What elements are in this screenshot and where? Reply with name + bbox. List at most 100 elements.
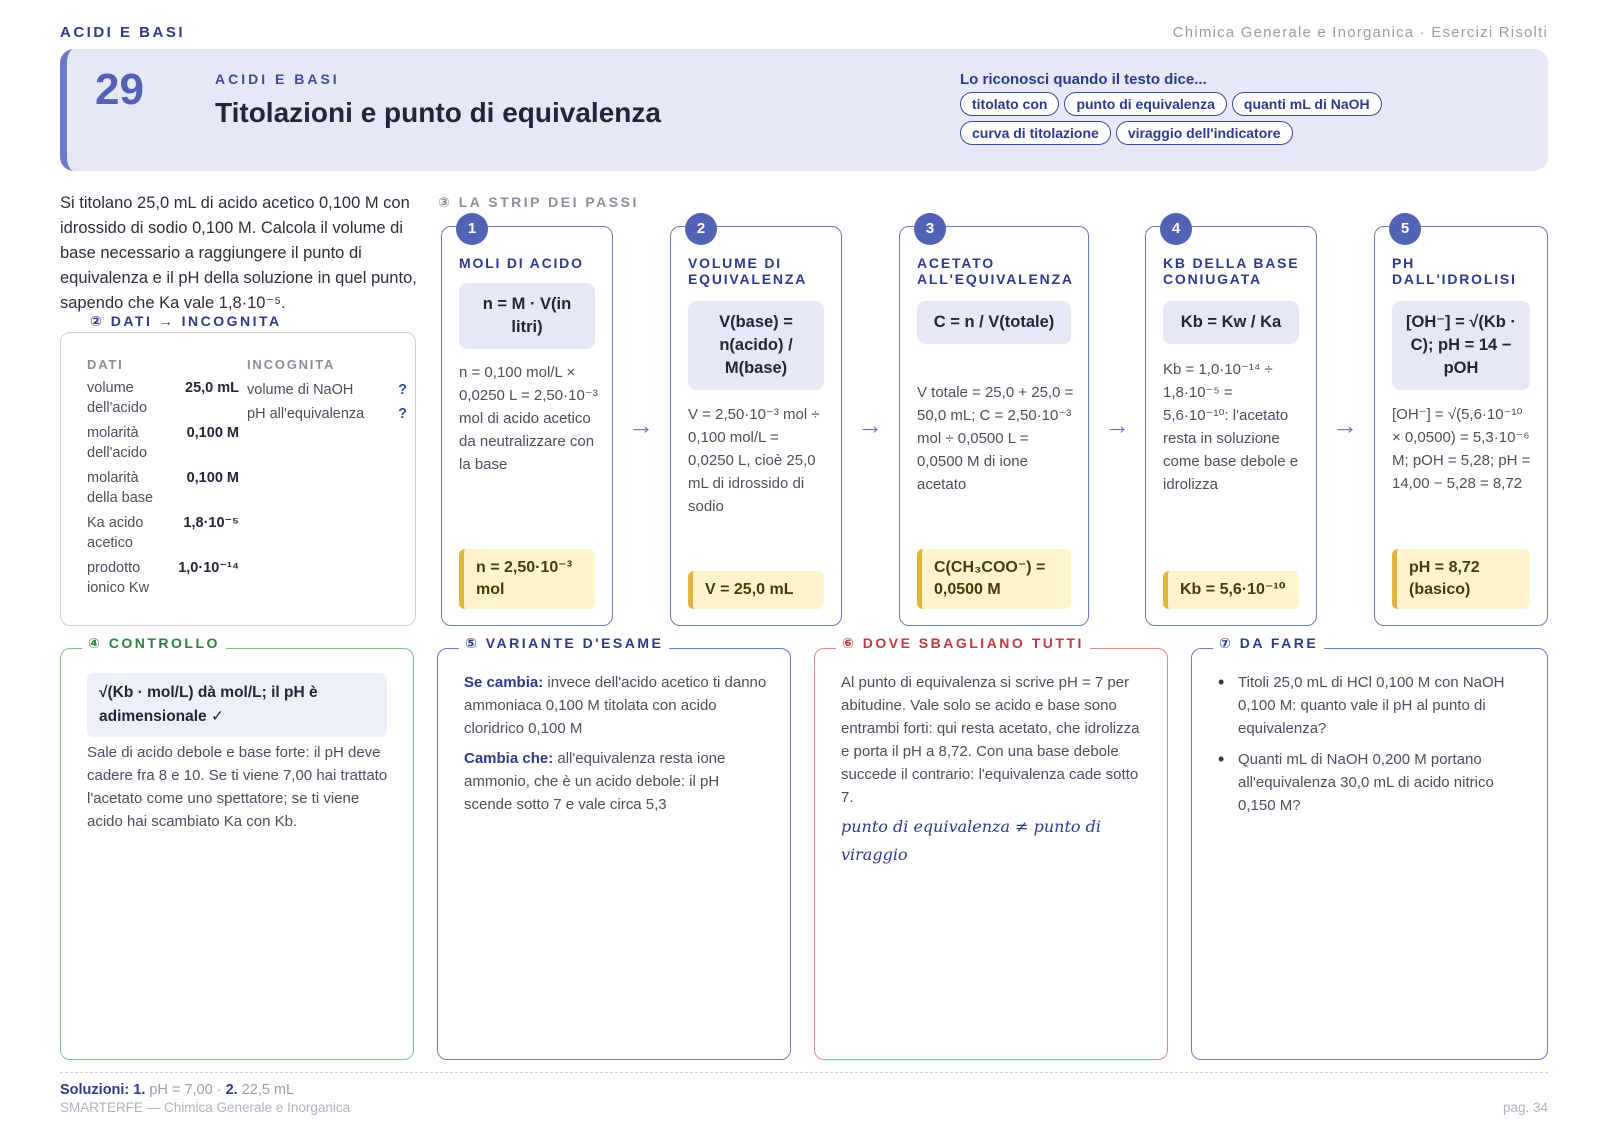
variant-label-then: Cambia che: xyxy=(464,750,554,767)
check-panel: √(Kb · mol/L) dà mol/L; il pH è adimensi… xyxy=(60,648,414,1060)
list-item: Titoli 25,0 mL di HCl 0,100 M con NaOH 0… xyxy=(1214,671,1525,740)
section-title-data: ② DATI → INCOGNITA xyxy=(84,313,288,330)
solutions-line: Soluzioni: 1. pH = 7,00 · 2. 22,5 mL xyxy=(60,1082,294,1098)
solutions-label: Soluzioni: xyxy=(60,1082,130,1098)
step-formula: C = n / V(totale) xyxy=(917,301,1071,344)
step-card: 3 ACETATO ALL'EQUIVALENZA C = n / V(tota… xyxy=(899,213,1089,626)
data-column: DATI volume dell'acido 25,0 mL molarità d… xyxy=(87,357,239,603)
unknown-label: pH all'equivalenza xyxy=(247,406,365,422)
step-result: Kb = 5,6·10⁻¹⁰ xyxy=(1163,571,1299,609)
step-heading: ACETATO ALL'EQUIVALENZA xyxy=(917,255,1074,287)
step-formula: Kb = Kw / Ka xyxy=(1163,301,1299,344)
unknowns-column-head: INCOGNITA xyxy=(247,357,336,372)
data-value: 0,100 M xyxy=(186,470,239,486)
keyword-pill: curva di titolazione xyxy=(960,121,1111,145)
keyword-pills: titolato con punto di equivalenza quanti… xyxy=(960,92,1430,145)
data-value: 1,0·10⁻¹⁴ xyxy=(178,560,239,576)
step-result: V = 25,0 mL xyxy=(688,571,824,609)
step-result: n = 2,50·10⁻³ mol xyxy=(459,549,595,609)
data-label: volume dell'acido xyxy=(87,380,148,416)
running-header-topic: ACIDI E BASI xyxy=(60,23,186,41)
data-row: molarità della base 0,100 M xyxy=(87,468,239,508)
section-title-todo: ⑦ DA FARE xyxy=(1213,635,1325,652)
data-label: Ka acido acetico xyxy=(87,515,144,551)
running-header: ACIDI E BASI Chimica Generale e Inorgani… xyxy=(60,22,1548,42)
page-title: Titolazioni e punto di equivalenza xyxy=(215,97,661,128)
unknown-row: volume di NaOH? xyxy=(247,378,407,402)
variant-text-then: all'equivalenza resta ione ammonio, che … xyxy=(464,750,726,813)
arrow-right-icon: → xyxy=(857,410,883,440)
step-heading: KB DELLA BASE CONIUGATA xyxy=(1163,255,1300,287)
step-formula: V(base) = n(acido) / M(base) xyxy=(688,301,824,390)
data-row: molarità dell'acido 0,100 M xyxy=(87,423,239,463)
exercises-panel: Titoli 25,0 mL di HCl 0,100 M con NaOH 0… xyxy=(1191,648,1548,1060)
step-number-badge: 5 xyxy=(1389,213,1421,245)
solution-2-number: 2. xyxy=(225,1082,238,1098)
unknown-mark: ? xyxy=(398,382,407,398)
step-description: n = 0,100 mol/L × 0,0250 L = 2,50·10⁻³ m… xyxy=(459,364,598,473)
data-label: prodotto ionico Kw xyxy=(87,560,150,596)
handwritten-note: punto di equivalenza ≠ punto di viraggio xyxy=(841,817,1101,864)
section-title-check: ④ CONTROLLO xyxy=(82,635,226,652)
data-label: molarità della base xyxy=(87,470,154,506)
step-number-badge: 3 xyxy=(914,213,946,245)
step-description: V totale = 25,0 + 25,0 = 50,0 mL; C = 2,… xyxy=(917,384,1074,493)
mistake-text: Al punto di equivalenza si scrive pH = 7… xyxy=(841,674,1140,806)
arrow-right-icon: → xyxy=(1332,410,1358,440)
data-row: volume dell'acido 25,0 mL xyxy=(87,378,239,418)
step-heading: VOLUME DI EQUIVALENZA xyxy=(688,255,808,287)
keyword-pill: viraggio dell'indicatore xyxy=(1115,121,1293,145)
recognize-title: Lo riconosci quando il testo dice... xyxy=(960,71,1207,88)
step-result: pH = 8,72 (basico) xyxy=(1392,549,1530,609)
solution-2: 22,5 mL xyxy=(241,1082,295,1098)
step-formula: [OH⁻] = √(Kb · C); pH = 14 − pOH xyxy=(1392,301,1530,390)
step-number-badge: 4 xyxy=(1160,213,1192,245)
step-card: 5 PH DALL'IDROLISI [OH⁻] = √(Kb · C); pH… xyxy=(1374,213,1548,626)
unknown-row: pH all'equivalenza? xyxy=(247,402,407,426)
page-number: pag. 34 xyxy=(1502,1100,1548,1115)
data-column-head: DATI xyxy=(87,357,124,372)
solution-1: pH = 7,00 · xyxy=(149,1082,222,1098)
variant-effect: Cambia che: all'equivalenza resta ione a… xyxy=(464,747,768,816)
chapter-header: 29 ACIDI E BASI Titolazioni e punto di e… xyxy=(60,49,1548,171)
solution-1-number: 1. xyxy=(133,1082,146,1098)
keyword-pill: punto di equivalenza xyxy=(1064,92,1227,116)
footer-divider xyxy=(60,1072,1548,1073)
step-formula: n = M · V(in litri) xyxy=(459,283,595,349)
footer-brand: SMARTERFE — Chimica Generale e Inorganic… xyxy=(60,1100,351,1115)
keyword-pill: titolato con xyxy=(960,92,1060,116)
step-description: V = 2,50·10⁻³ mol ÷ 0,100 mol/L = 0,0250… xyxy=(688,406,820,515)
step-result: C(CH₃COO⁻) = 0,0500 M xyxy=(917,549,1071,609)
step-card: 4 KB DELLA BASE CONIUGATA Kb = Kw / Ka K… xyxy=(1145,213,1317,626)
section-title-variant: ⑤ VARIANTE D'ESAME xyxy=(459,635,670,652)
data-value: 25,0 mL xyxy=(185,380,239,396)
chapter-number: 29 xyxy=(95,65,144,114)
data-unknowns-box: DATI volume dell'acido 25,0 mL molarità d… xyxy=(60,332,416,626)
variant-label-if: Se cambia: xyxy=(464,674,544,691)
step-number-badge: 1 xyxy=(456,213,488,245)
list-item: Quanti mL di NaOH 0,200 M portano all'eq… xyxy=(1214,748,1525,817)
section-title-mistakes: ⑥ DOVE SBAGLIANO TUTTI xyxy=(836,635,1090,652)
common-mistakes-panel: Al punto di equivalenza si scrive pH = 7… xyxy=(814,648,1168,1060)
recognize-box: Lo riconosci quando il testo dice... tit… xyxy=(960,71,1430,145)
running-header-book: Chimica Generale e Inorganica · Esercizi… xyxy=(1172,23,1548,41)
chapter-kicker: ACIDI E BASI xyxy=(215,71,340,87)
step-card: 2 VOLUME DI EQUIVALENZA V(base) = n(acid… xyxy=(670,213,842,626)
check-text: Sale di acido debole e base forte: il pH… xyxy=(87,744,388,830)
unknowns-column: INCOGNITA volume di NaOH? pH all'equival… xyxy=(247,357,407,426)
step-description: [OH⁻] = √(5,6·10⁻¹⁰ × 0,0500) = 5,3·10⁻⁶… xyxy=(1392,406,1531,492)
unknown-label: volume di NaOH xyxy=(247,382,354,398)
unknown-mark: ? xyxy=(398,406,407,422)
data-value: 0,100 M xyxy=(186,425,239,441)
steps-strip-title: ③ LA STRIP DEI PASSI xyxy=(438,194,639,210)
data-label: molarità dell'acido xyxy=(87,425,148,461)
step-description: Kb = 1,0·10⁻¹⁴ ÷ 1,8·10⁻⁵ = 5,6·10⁻¹⁰: l… xyxy=(1163,361,1299,493)
step-card: 1 MOLI DI ACIDO n = M · V(in litri) n = … xyxy=(441,213,613,626)
data-row: prodotto ionico Kw 1,0·10⁻¹⁴ xyxy=(87,558,239,598)
variant-text-if: invece dell'acido acetico ti danno ammon… xyxy=(464,674,767,737)
arrow-right-icon: → xyxy=(628,410,654,440)
step-number-badge: 2 xyxy=(685,213,717,245)
problem-statement: Si titolano 25,0 mL di acido acetico 0,1… xyxy=(60,194,417,312)
exercise-list: Titoli 25,0 mL di HCl 0,100 M con NaOH 0… xyxy=(1214,671,1525,825)
